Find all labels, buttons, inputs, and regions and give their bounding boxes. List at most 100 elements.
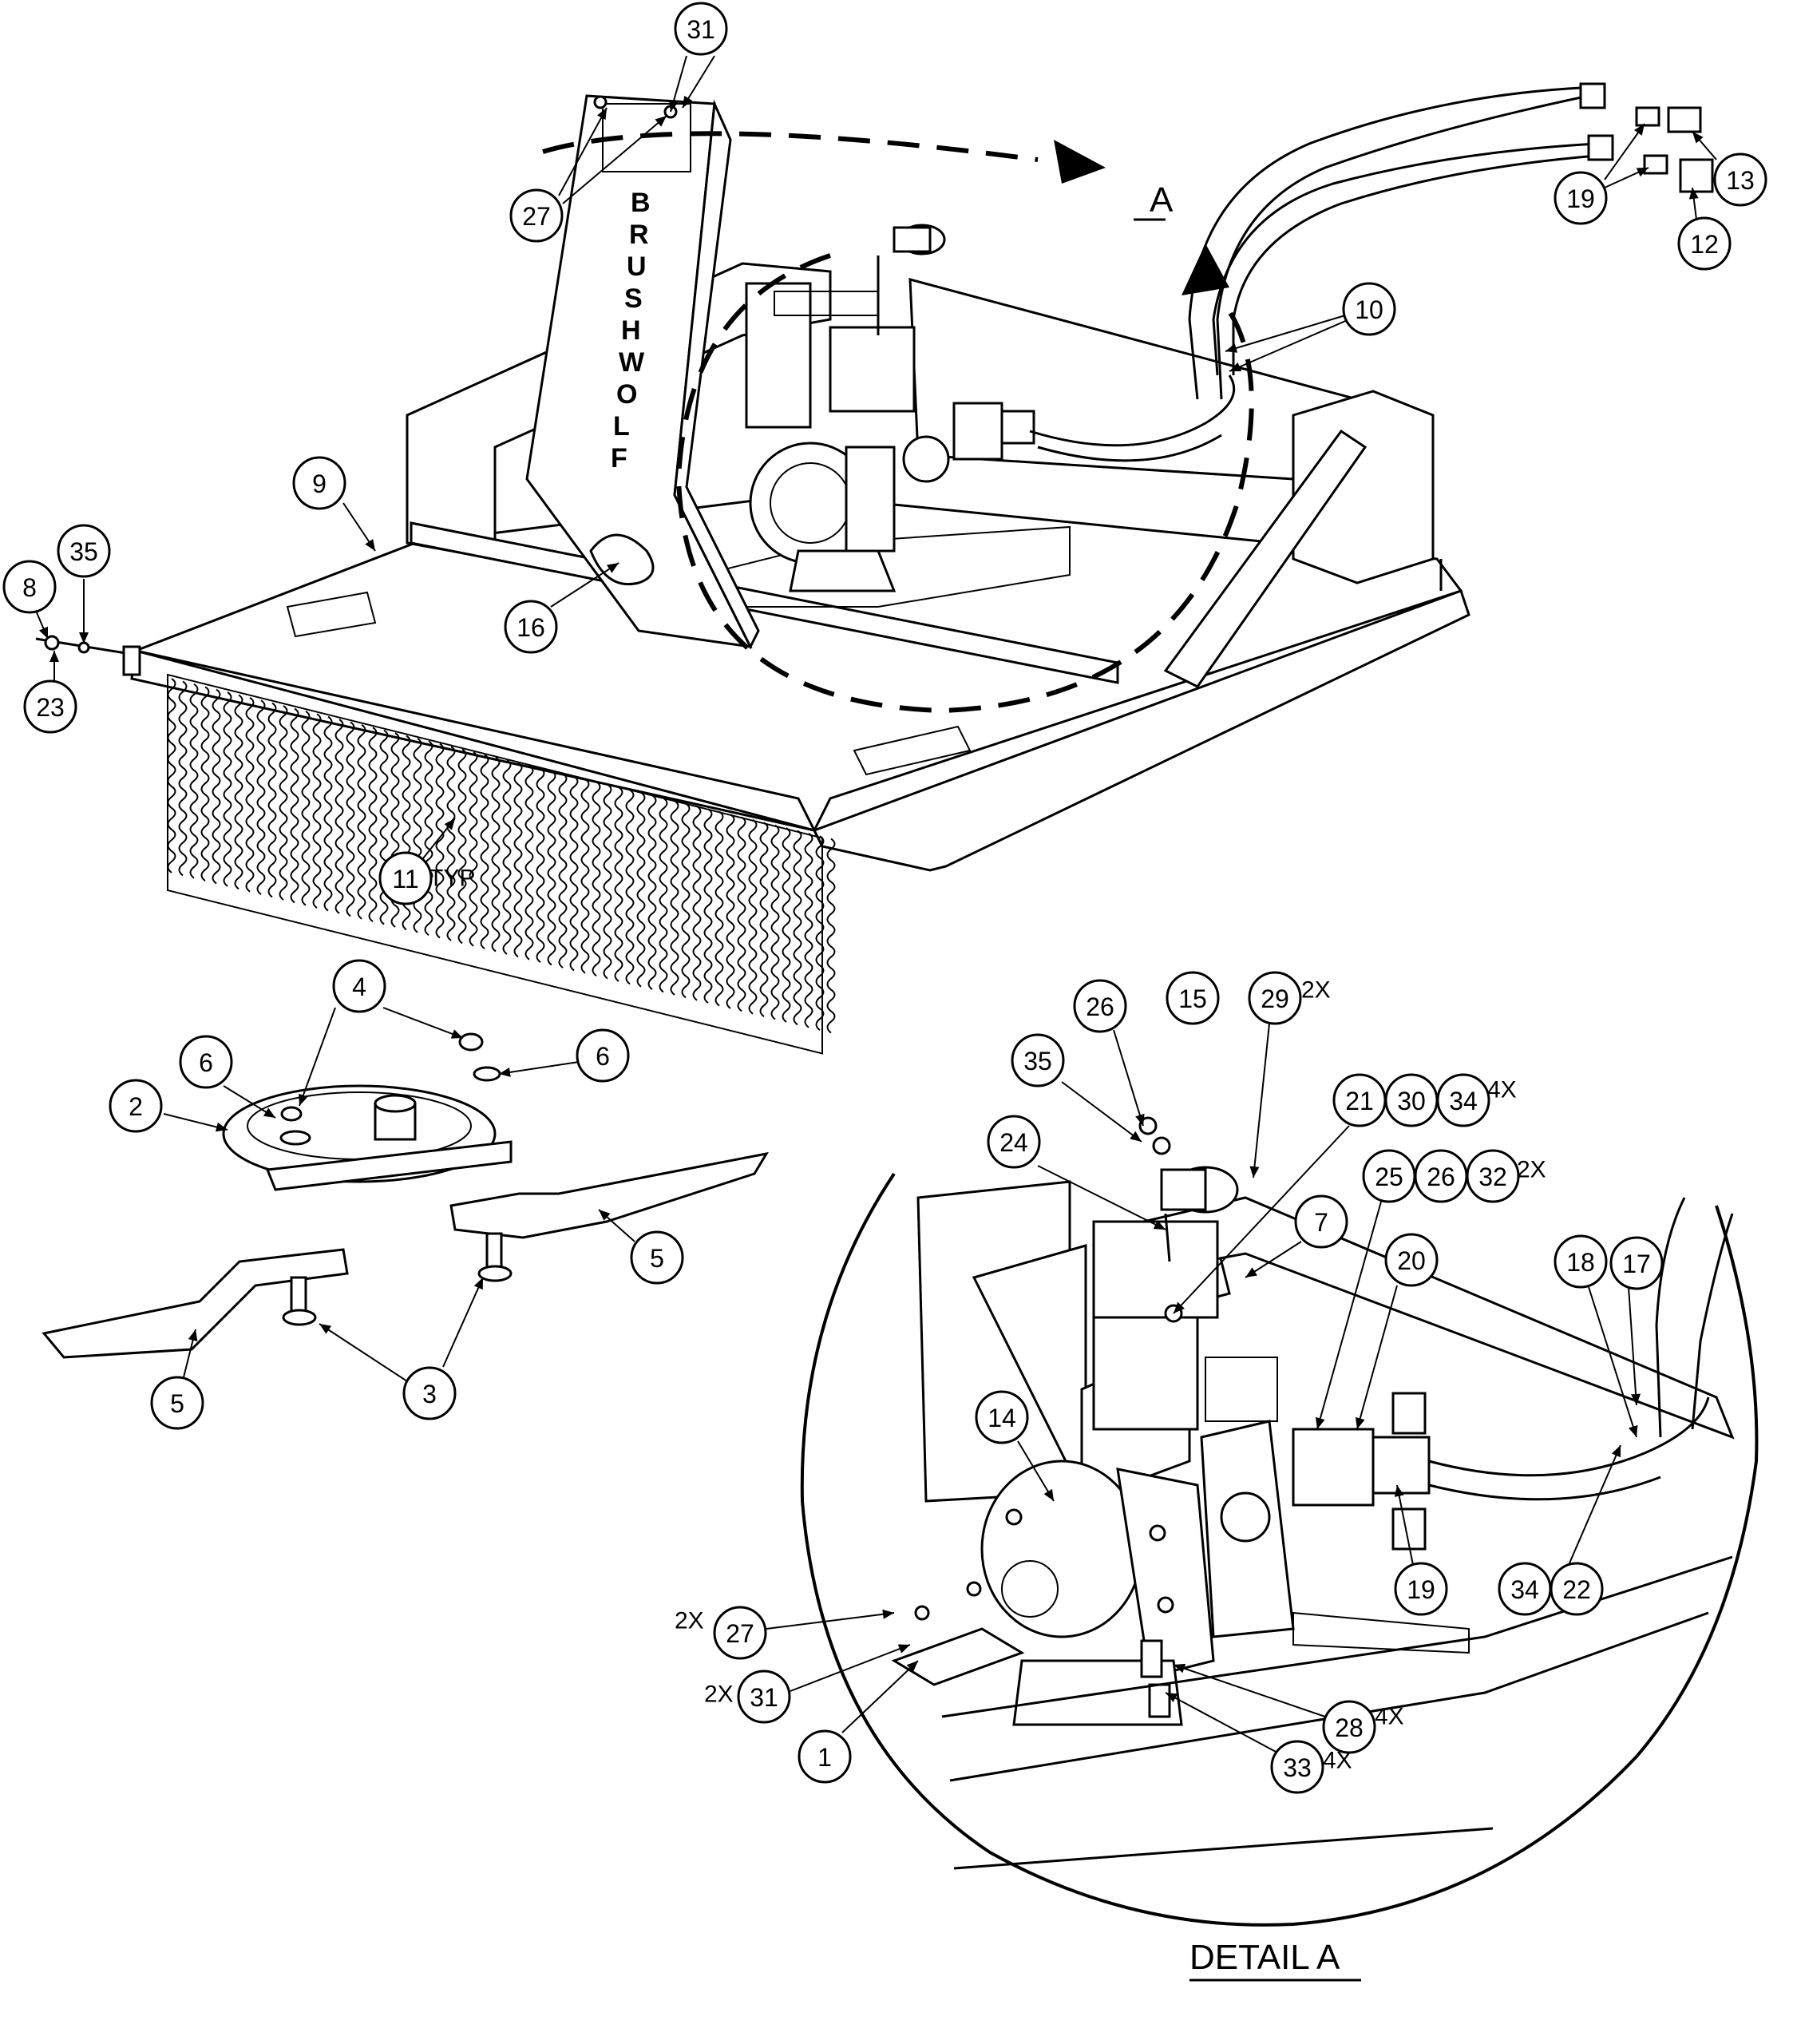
balloon-number: 22 [1562,1575,1591,1604]
balloon-number: 35 [69,537,98,566]
leader-arrow-icon [1249,1166,1260,1178]
balloon-b34a: 34 [1436,1073,1490,1127]
hose-end-icon [1579,82,1606,109]
leader-line-b28 [1173,1664,1326,1717]
balloon-number: 34 [1510,1575,1539,1604]
balloon-b5a: 5 [630,1230,684,1285]
balloon-b2: 2 [109,1079,163,1133]
balloon-circle [179,1035,233,1089]
leader-arrow-icon [606,563,619,573]
balloon-circle [987,1115,1041,1169]
nut-icon [1138,1116,1158,1135]
leader-arrow-icon [906,1661,918,1672]
coupler-male-icon [1667,106,1702,133]
right-stand [1292,390,1435,584]
balloon-b9: 9 [292,456,346,510]
chain-link [312,713,322,909]
chain-link [200,686,210,881]
balloon-circle [1073,979,1127,1033]
balloon-circle [1166,971,1220,1025]
leader-line-b10 [1229,319,1350,372]
leader-arrow-icon [1394,1485,1404,1497]
leader-line-b33 [1165,1692,1278,1753]
balloon-circle [1248,971,1302,1025]
hose-end-icon [1587,134,1614,161]
leader-line-b16 [550,562,619,608]
balloon-b4: 4 [332,959,386,1013]
balloon-circle [1011,1033,1065,1087]
balloon-b12: 12 [1677,216,1732,271]
leader-arrow-icon [49,651,59,662]
frame-left [406,262,832,561]
leader-arrow-icon [1633,124,1645,136]
balloon-number: 10 [1355,295,1383,324]
balloon-circle [504,600,558,654]
balloon-number: 35 [1023,1047,1052,1075]
chain-link [759,822,769,1017]
leader-arrow-icon [882,1609,894,1619]
chain-link [413,737,422,933]
leader-line-b4 [299,1007,336,1107]
quantity-note-n11: TYP [429,866,475,892]
balloon-circle [57,524,111,578]
chain-link [178,680,188,877]
svg-text:H: H [621,315,641,346]
detail-gearbox [980,1460,1215,1726]
brushwolf-logo: B R U S H W O L F [611,188,651,473]
balloon-number: 13 [1726,166,1755,195]
balloon-circle [713,1606,767,1660]
balloon-circle [109,1079,163,1133]
leader-arrow-icon [1245,1267,1258,1278]
balloon-circle [150,1376,204,1430]
nut-icon [1152,1136,1171,1155]
svg-text:O: O [616,379,637,410]
chain-link [346,721,355,917]
balloon-circle [1713,153,1767,207]
leader-arrow-icon [683,95,693,108]
balloon-b11: 11 [378,851,433,905]
balloon-b26b: 26 [1414,1149,1468,1203]
balloon-circle [509,188,564,243]
leader-line-b29 [1253,1023,1270,1178]
balloon-number: 6 [596,1042,610,1071]
balloon-b14: 14 [975,1390,1029,1444]
balloon-circle [1609,1236,1664,1290]
balloon-number: 9 [312,469,327,498]
chain-link [491,756,501,953]
chain-link [770,824,780,1020]
detail-hydraulic-motor [1292,1428,1375,1507]
leader-line-b4 [382,1007,464,1039]
blade-assembly-view [42,1032,770,1359]
chain-link [480,754,489,949]
chain-link [323,715,333,912]
chain-link [524,764,534,961]
chain-link [804,832,813,1028]
balloon-circle [1384,1233,1439,1287]
balloon-b21: 21 [1332,1073,1387,1127]
balloon-b13: 13 [1713,153,1767,207]
hydraulic-motor [952,402,1003,461]
leader-arrow-icon [1316,1416,1325,1429]
balloon-circle [378,851,433,905]
bolt-icon [593,95,608,109]
balloon-b34b: 34 [1498,1562,1552,1616]
leader-arrow-icon [473,1278,483,1290]
balloon-circle [674,2,728,56]
chain-link [737,816,746,1012]
svg-text:R: R [629,220,649,250]
balloon-number: 28 [1335,1713,1364,1742]
svg-text:W: W [619,347,645,378]
balloon-number: 18 [1566,1248,1595,1277]
leader-arrow-icon [1135,1113,1145,1126]
leader-line-b27a [558,107,608,196]
fitting-icon [1643,154,1668,175]
chain-link [267,702,277,898]
leader-arrow-icon [1174,1301,1185,1313]
quantity-note-n34: 4X [1487,1077,1517,1103]
balloon-number: 3 [422,1380,437,1408]
leader-line-b3 [319,1323,408,1382]
leader-line-b14 [1017,1440,1055,1502]
balloon-number: 29 [1261,984,1289,1013]
